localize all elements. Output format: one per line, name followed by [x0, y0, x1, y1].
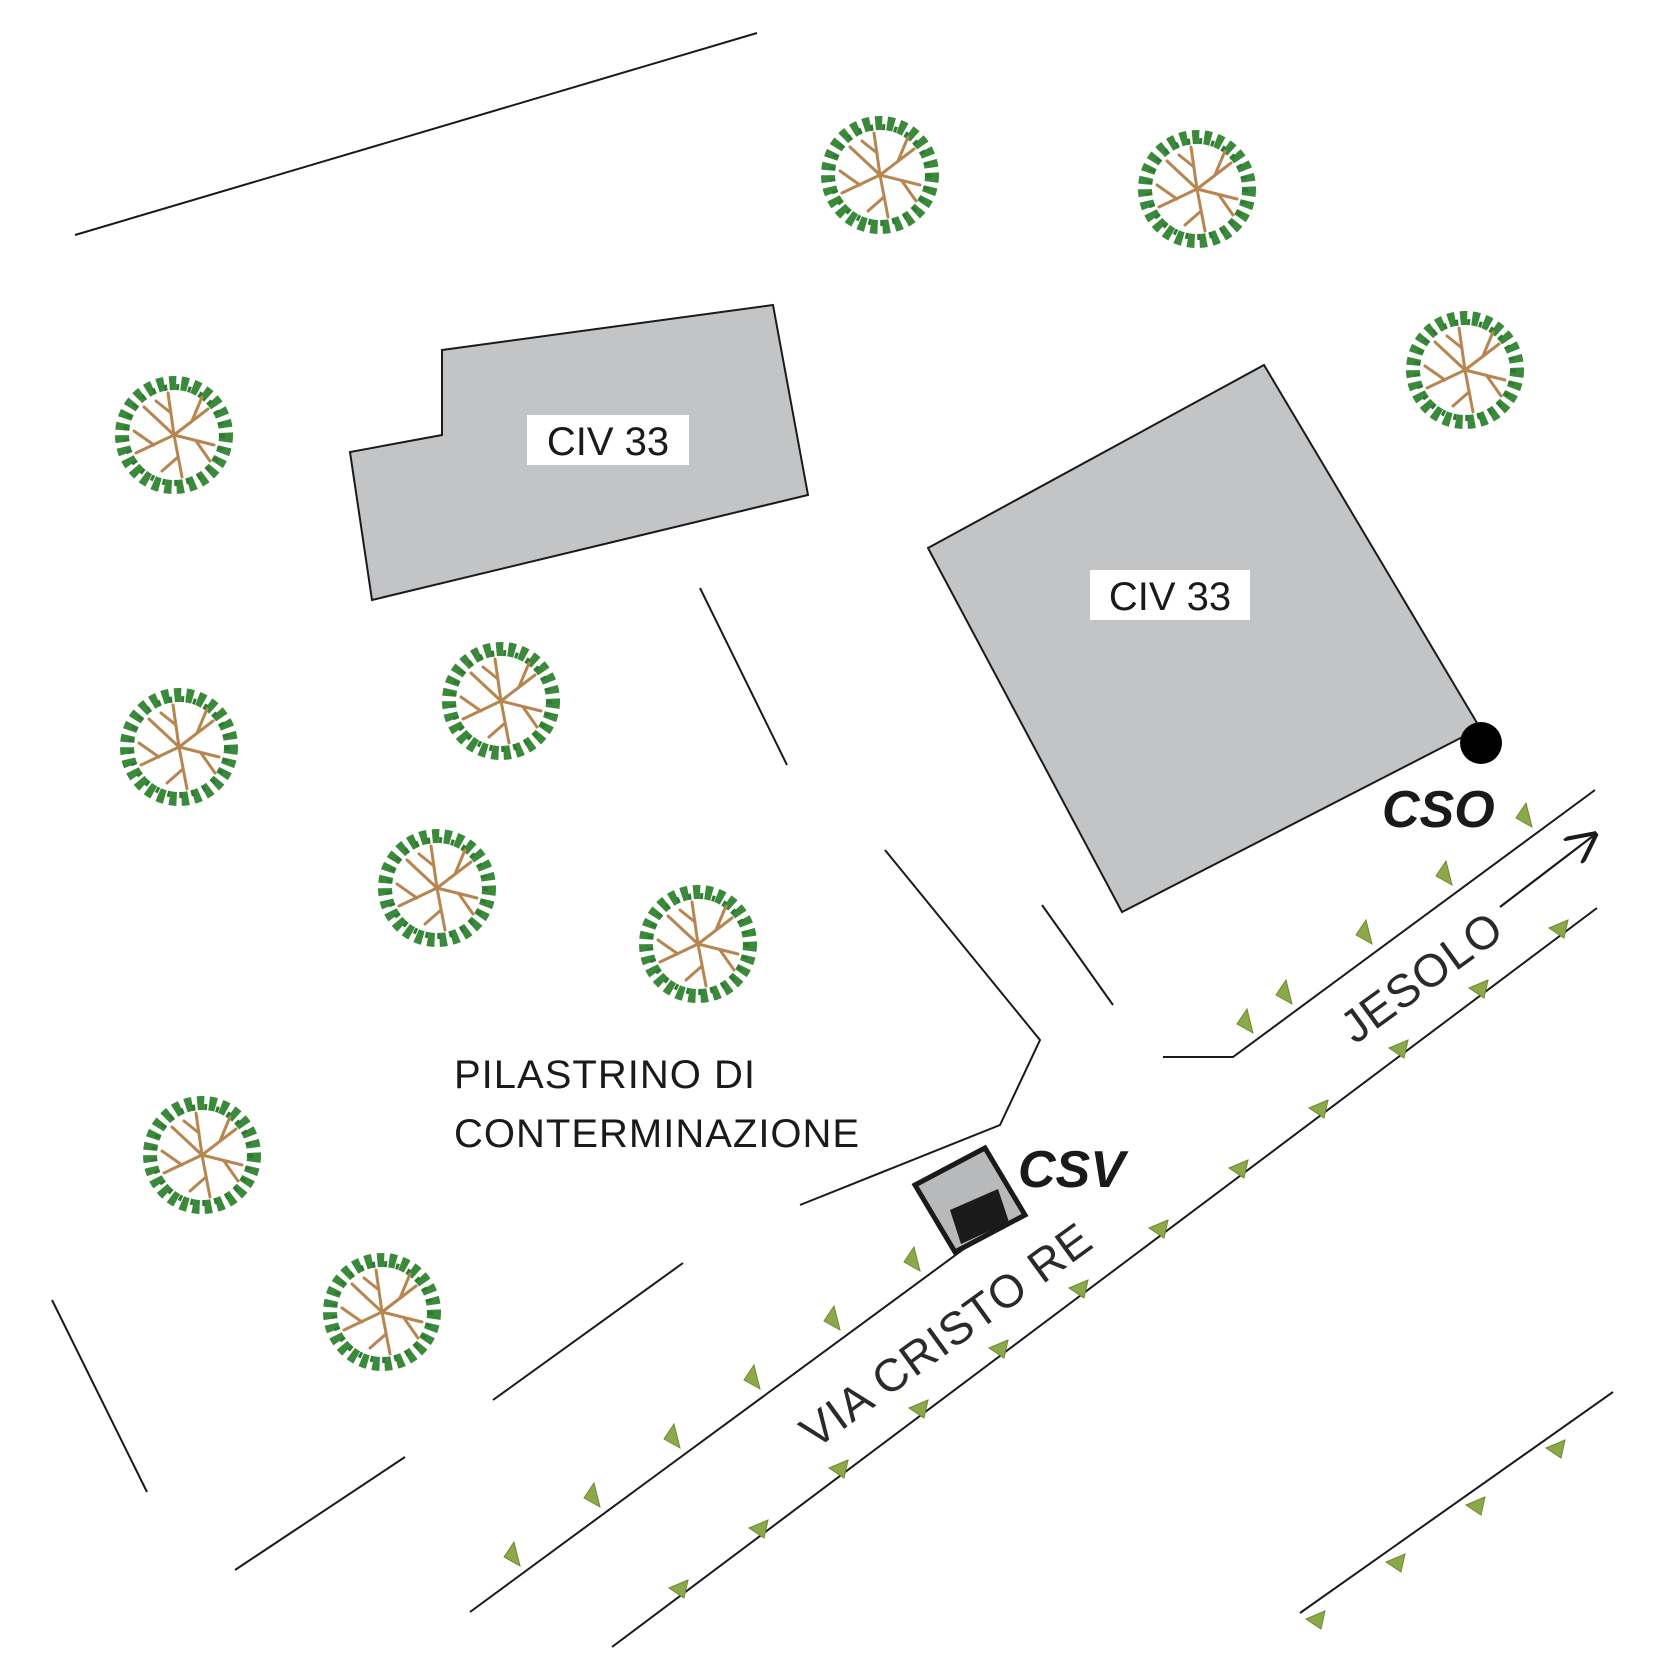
- building-label: CIV 33: [547, 420, 669, 464]
- tree-symbol: [127, 695, 231, 799]
- building-label: CIV 33: [1109, 575, 1231, 619]
- street-name-via-cristo-re: VIA CRISTO RE: [790, 1212, 1101, 1458]
- direction-arrow-icon: [1499, 836, 1593, 908]
- cso-label: CSO: [1382, 781, 1495, 839]
- tree-symbol: [150, 1103, 254, 1207]
- tree-symbol: [122, 383, 226, 487]
- tree-symbol: [828, 123, 932, 227]
- hedge-markers: [503, 801, 1569, 1630]
- tree-symbol: [1413, 318, 1517, 422]
- tree-symbol: [385, 836, 489, 940]
- street-direction-jesolo: JESOLO: [1330, 901, 1512, 1053]
- cso-manhole-marker: [1460, 722, 1502, 764]
- boundary-lines: [51, 32, 1614, 1648]
- tree-symbol: [1145, 137, 1249, 241]
- csv-label: CSV: [1018, 1141, 1129, 1199]
- tree-symbol: [646, 892, 750, 996]
- building-label-box: [527, 415, 689, 465]
- tree-symbol: [330, 1260, 434, 1364]
- pillar-label-line2: CONTERMINAZIONE: [454, 1112, 860, 1156]
- pillar-label-line1: PILASTRINO DI: [454, 1053, 756, 1097]
- building-label-box: [1090, 570, 1250, 620]
- tree-symbol: [449, 649, 553, 753]
- csv-pillar-marker: [911, 1144, 1029, 1256]
